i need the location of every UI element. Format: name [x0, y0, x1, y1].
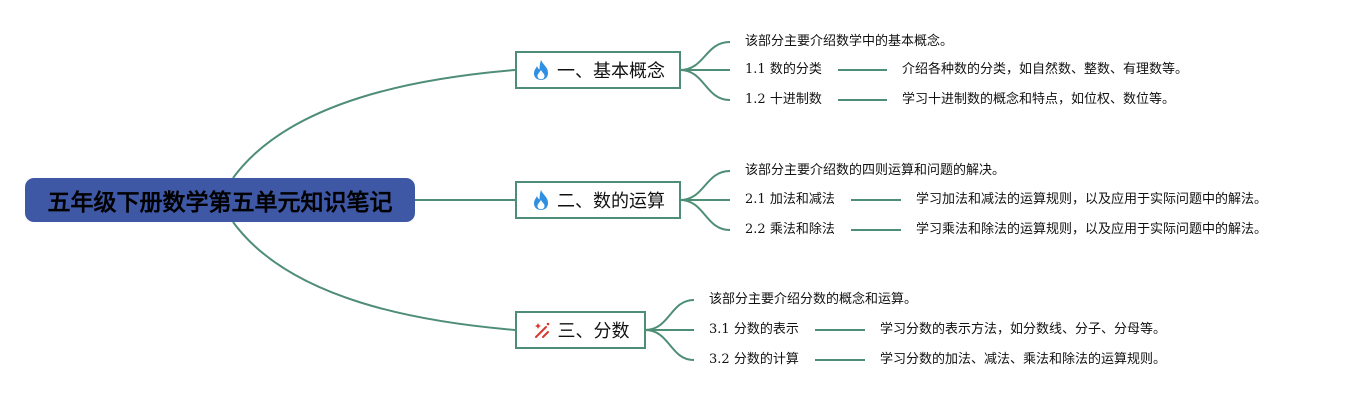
branch-2-item-2: 2.2 乘法和除法: [745, 222, 835, 238]
item-label: 十进制数: [769, 92, 822, 107]
flame-icon: [531, 59, 551, 81]
item-number: 3.2: [709, 352, 730, 367]
flame-icon: [531, 189, 551, 211]
connector-root-branch-1: [232, 69, 516, 179]
branch-3-intro: 该部分主要介绍分数的概念和运算。: [709, 292, 918, 307]
connector-root-branch-3: [232, 221, 516, 331]
item-number: 2.2: [745, 222, 766, 237]
item-number: 1.2: [745, 92, 766, 107]
branch-3-item-2-desc: 学习分数的加法、减法、乘法和除法的运算规则。: [880, 352, 1167, 367]
connector-b2-intro: [679, 170, 731, 201]
connector-b3-item2: [644, 329, 695, 361]
branch-3-item-2: 3.2 分数的计算: [709, 352, 799, 368]
branch-3-item-1: 3.1 分数的表示: [709, 322, 799, 338]
item-label: 分数的计算: [733, 352, 799, 367]
item-label: 分数的表示: [733, 322, 799, 337]
branch-2-item-2-desc: 学习乘法和除法的运算规则，以及应用于实际问题中的解法。: [916, 222, 1268, 237]
branch-1-item-1: 1.1 数的分类: [745, 62, 822, 78]
connector-b1-intro: [679, 41, 731, 71]
sparkle-wand-icon: [532, 319, 552, 341]
item-label: 加法和减法: [769, 192, 835, 207]
connector-b3-intro: [644, 299, 695, 331]
connector-b1-item2: [679, 69, 731, 101]
branch-2-item-1: 2.1 加法和减法: [745, 192, 835, 208]
root-title: 五年级下册数学第五单元知识笔记: [47, 190, 393, 216]
item-label: 乘法和除法: [769, 222, 835, 237]
item-number: 3.1: [709, 322, 730, 337]
branch-1-item-1-desc: 介绍各种数的分类，如自然数、整数、有理数等。: [902, 62, 1189, 77]
branch-2-item-1-desc: 学习加法和减法的运算规则，以及应用于实际问题中的解法。: [916, 192, 1268, 207]
connector-b2-item2: [679, 199, 731, 231]
branch-1-item-2-desc: 学习十进制数的概念和特点，如位权、数位等。: [902, 92, 1176, 107]
branch-title: 二、数的运算: [557, 191, 665, 212]
item-label: 数的分类: [769, 62, 822, 77]
branch-1-intro: 该部分主要介绍数学中的基本概念。: [745, 34, 954, 49]
branch-title: 一、基本概念: [557, 61, 665, 82]
root-node[interactable]: 五年级下册数学第五单元知识笔记: [25, 178, 415, 222]
branch-node-basic-concepts[interactable]: 一、基本概念: [515, 51, 681, 89]
item-number: 2.1: [745, 192, 766, 207]
branch-1-item-2: 1.2 十进制数: [745, 92, 822, 108]
branch-title: 三、分数: [557, 321, 630, 342]
branch-node-fractions[interactable]: 三、分数: [515, 311, 646, 349]
branch-node-operations[interactable]: 二、数的运算: [515, 181, 681, 219]
item-number: 1.1: [745, 62, 766, 77]
branch-2-intro: 该部分主要介绍数的四则运算和问题的解决。: [745, 163, 1006, 178]
branch-3-item-1-desc: 学习分数的表示方法，如分数线、分子、分母等。: [880, 322, 1167, 337]
